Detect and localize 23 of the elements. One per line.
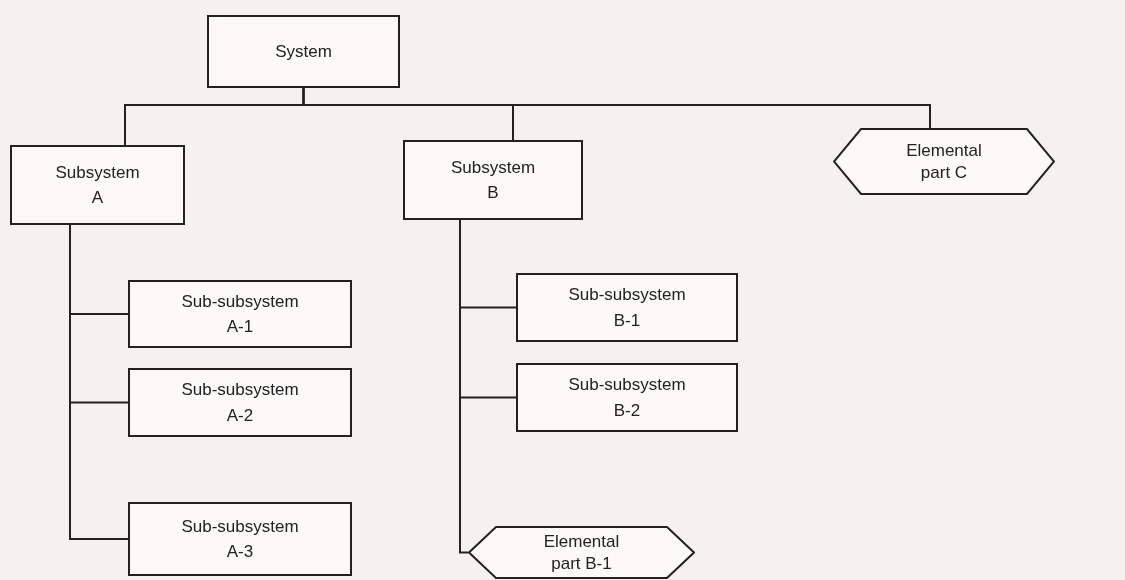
connector-line bbox=[459, 219, 469, 554]
process-box bbox=[128, 502, 352, 576]
hexagon-node bbox=[468, 526, 695, 579]
process-box bbox=[403, 140, 583, 220]
node-label: Sub-subsystem A-1 bbox=[180, 290, 300, 338]
process-box bbox=[10, 145, 185, 225]
node-label: Elemental part C bbox=[905, 140, 983, 183]
process-box bbox=[516, 363, 738, 432]
process-box bbox=[516, 273, 738, 342]
process-box bbox=[207, 15, 400, 88]
node-label: Subsystem B bbox=[449, 156, 537, 204]
node-label: Sub-subsystem B-2 bbox=[567, 374, 687, 422]
hexagon-node bbox=[833, 128, 1055, 195]
node-label: Subsystem A bbox=[54, 161, 141, 209]
node-label: System bbox=[274, 40, 333, 63]
process-box bbox=[128, 280, 352, 348]
node-label: Sub-subsystem B-1 bbox=[567, 284, 687, 332]
connector-line bbox=[69, 224, 129, 540]
process-box bbox=[128, 368, 352, 437]
node-label: Sub-subsystem A-2 bbox=[180, 379, 300, 427]
node-label: Elemental part B-1 bbox=[542, 531, 621, 574]
node-label: Sub-subsystem A-3 bbox=[180, 515, 300, 563]
connector-line bbox=[302, 87, 931, 129]
